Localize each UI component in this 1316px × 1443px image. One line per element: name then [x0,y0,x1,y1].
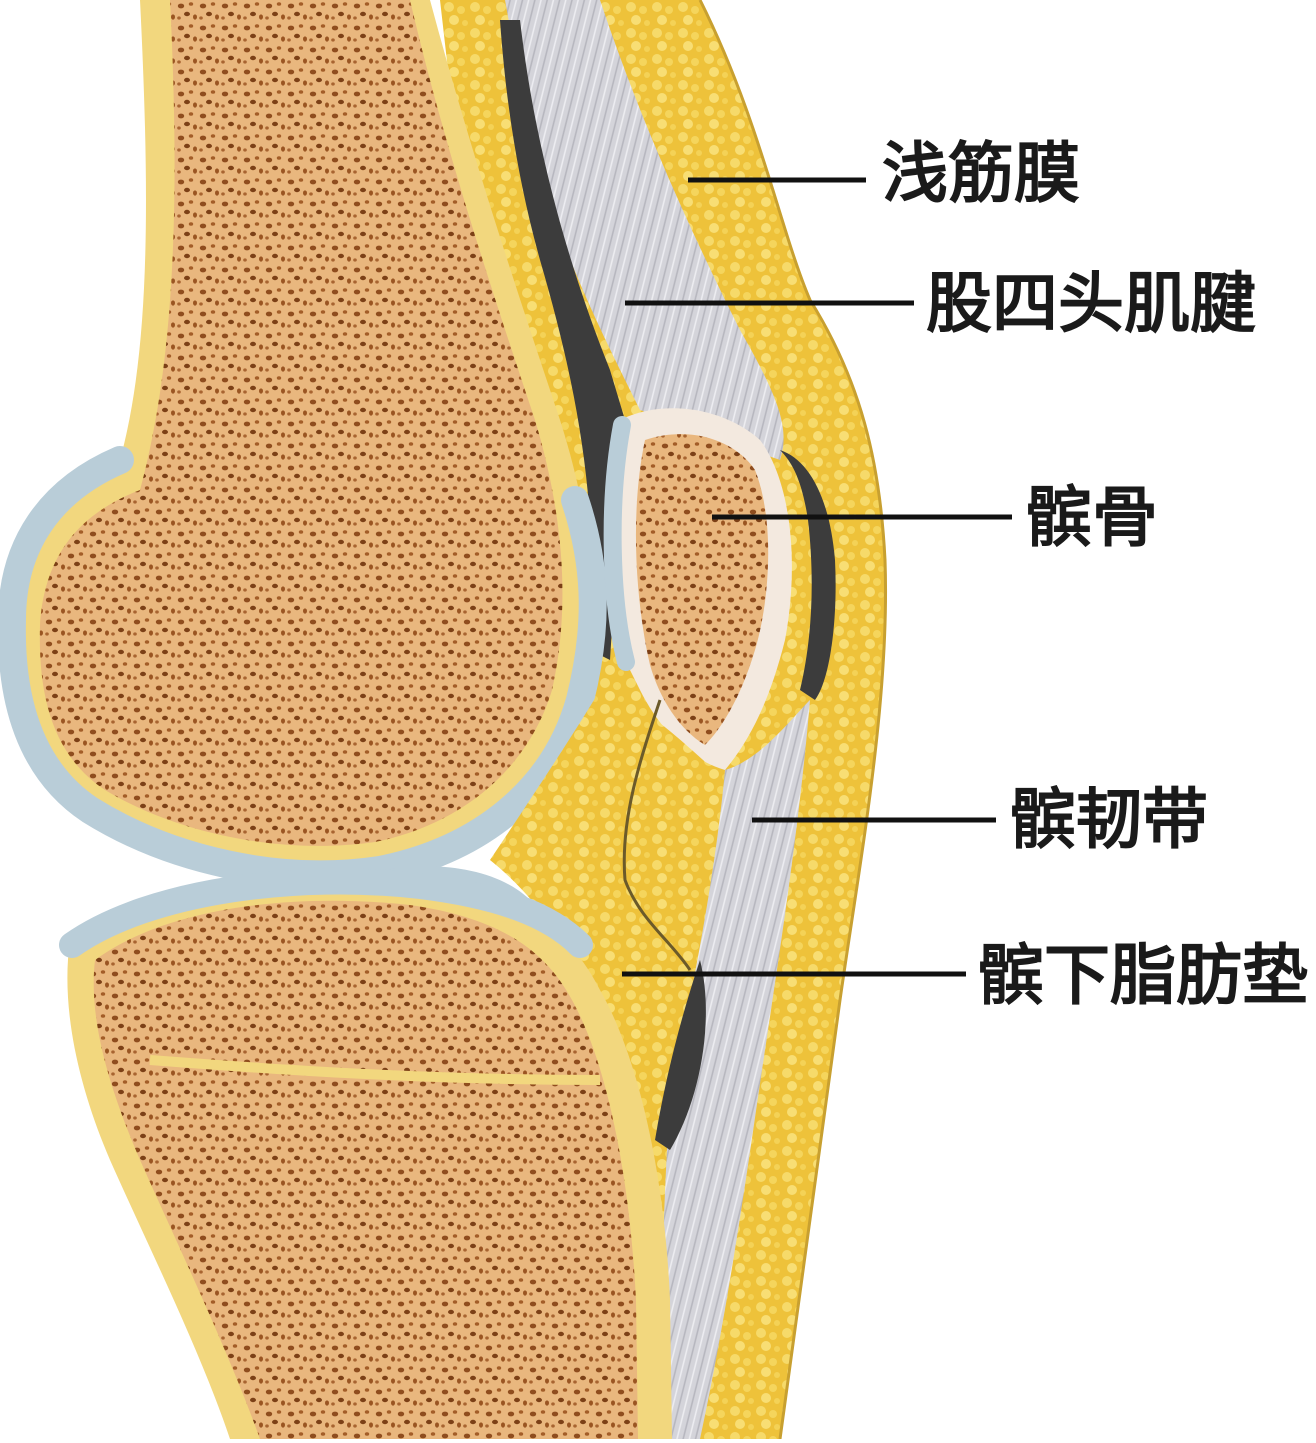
fat-pad-outline [622,699,692,971]
femur-cancellous-bone [39,0,563,846]
patellar-ligament-shape [660,700,810,1439]
femoral-articular-cartilage [0,446,607,889]
patellar-cartilage [603,416,635,671]
label-quadriceps-tendon: 股四头肌腱 [926,264,1256,342]
suprapatellar-cavity [500,20,625,660]
label-superficial-fascia: 浅筋膜 [882,134,1080,212]
label-patella: 髌骨 [1026,478,1158,556]
epiphyseal-line [149,1055,601,1085]
prepatellar-bursa [780,450,836,700]
patella-cancellous-bone [635,434,769,745]
tibial-articular-cartilage [59,868,593,958]
label-patellar-ligament: 髌韧带 [1010,780,1208,858]
tibia-cancellous-bone [93,900,639,1439]
infrapatellar-fat-pad-shape [490,690,730,1130]
label-infrapatellar-fat-pad: 髌下脂肪垫 [978,936,1308,1014]
deep-infrapatellar-bursa [655,960,706,1150]
quadriceps-tendon-shape [505,0,784,460]
skin-edge [698,0,888,1440]
